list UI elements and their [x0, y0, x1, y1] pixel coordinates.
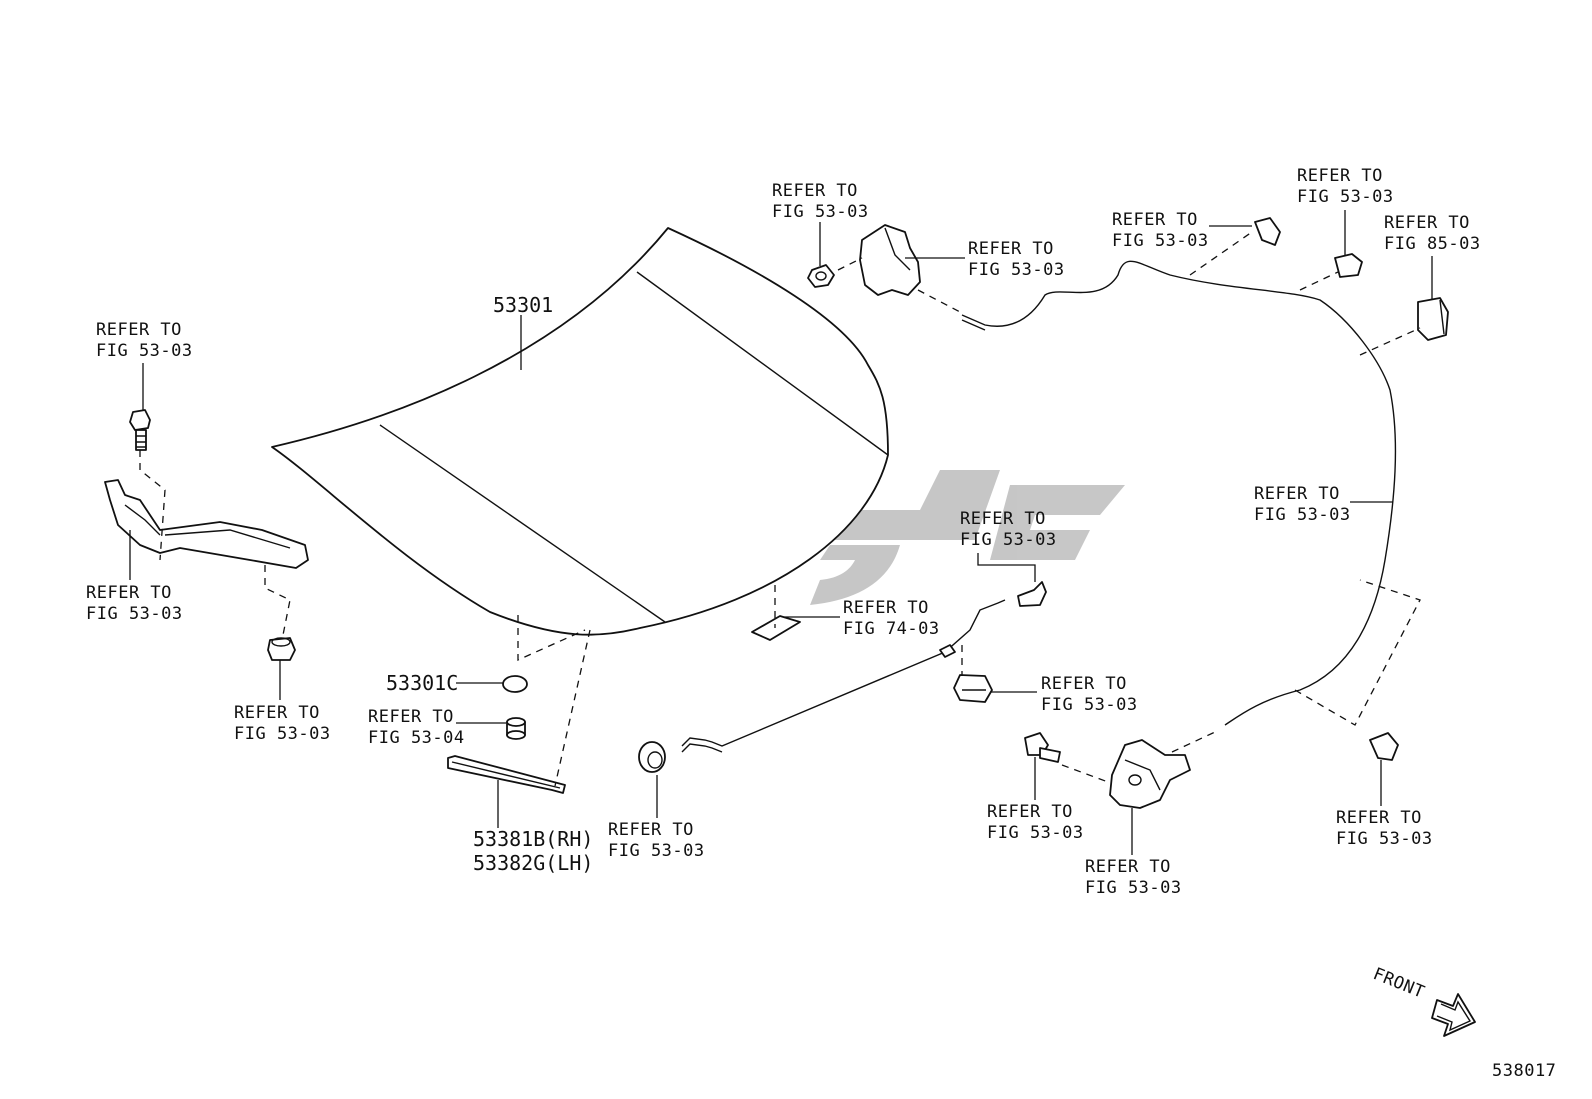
cable-clip-top-icon: [1254, 217, 1281, 246]
lock-bolt-lower-icon: [1024, 732, 1061, 763]
svg-text:REFER TO: REFER TO: [987, 802, 1073, 822]
front-label: FRONT: [1370, 964, 1427, 1003]
hood-release-grommet-icon: [638, 741, 666, 773]
hood-label-plate: [751, 615, 801, 641]
hood-lock-bracket: [859, 224, 921, 296]
svg-text:FIG 53-04: FIG 53-04: [368, 728, 465, 748]
svg-text:REFER TO: REFER TO: [1297, 166, 1383, 186]
svg-text:FIG 53-03: FIG 53-03: [1041, 695, 1138, 715]
svg-text:FIG 53-03: FIG 53-03: [234, 724, 331, 744]
cable-clip-lower-icon: [1369, 732, 1399, 761]
svg-text:REFER TO: REFER TO: [960, 509, 1046, 529]
svg-text:REFER TO: REFER TO: [234, 703, 320, 723]
ref-label-cable-clip-lower: REFER TO FIG 53-03: [1336, 808, 1433, 849]
svg-text:FIG 53-03: FIG 53-03: [1336, 829, 1433, 849]
hinge-nut-icon: [267, 637, 296, 661]
svg-text:FIG 53-03: FIG 53-03: [1297, 187, 1394, 207]
svg-text:FIG 53-03: FIG 53-03: [1112, 231, 1209, 251]
ref-label-release-lever: REFER TO FIG 53-03: [1041, 674, 1138, 715]
ref-label-hinge-nut: REFER TO FIG 53-03: [234, 703, 331, 744]
dashed-reference-lines: [139, 231, 1421, 787]
ref-label-hinge: REFER TO FIG 53-03: [86, 583, 183, 624]
lock-bolt-icon: [807, 264, 835, 288]
svg-text:FIG 53-03: FIG 53-03: [772, 202, 869, 222]
part-number-seal-lh: 53382G(LH): [473, 851, 593, 875]
ref-label-relay-block: REFER TO FIG 85-03: [1384, 213, 1481, 254]
hood-seal-icon: [447, 755, 566, 794]
hinge-bolt-icon: [129, 409, 151, 451]
svg-text:FIG 53-03: FIG 53-03: [608, 841, 705, 861]
svg-text:REFER TO: REFER TO: [772, 181, 858, 201]
ref-label-cable-clamp: REFER TO FIG 53-03: [1297, 166, 1394, 207]
svg-text:FIG 53-03: FIG 53-03: [96, 341, 193, 361]
svg-text:FIG 85-03: FIG 85-03: [1384, 234, 1481, 254]
svg-text:REFER TO: REFER TO: [1041, 674, 1127, 694]
svg-text:REFER TO: REFER TO: [968, 239, 1054, 259]
cable-fitting-icon: [939, 644, 956, 658]
relay-block-icon: [1417, 297, 1449, 341]
front-arrow-icon: [1431, 993, 1476, 1037]
svg-text:REFER TO: REFER TO: [1384, 213, 1470, 233]
part-number-seal-rh: 53381B(RH): [473, 827, 593, 851]
part-number-insulator-clip: 53301C: [386, 671, 458, 695]
cable-clamp-icon: [1334, 253, 1363, 278]
ref-label-cable-clip-top: REFER TO FIG 53-03: [1112, 210, 1209, 251]
figure-id: 538017: [1492, 1061, 1556, 1081]
hood-panel: [271, 227, 889, 636]
leader-lines: [129, 210, 1433, 855]
ref-label-hinge-bolt: REFER TO FIG 53-03: [96, 320, 193, 361]
svg-text:FIG 53-03: FIG 53-03: [960, 530, 1057, 550]
release-clip-icon: [1017, 581, 1047, 607]
svg-text:REFER TO: REFER TO: [843, 598, 929, 618]
ref-label-label-plate: REFER TO FIG 74-03: [843, 598, 940, 639]
hood-hinge-left: [104, 479, 309, 569]
hood-cushion-icon: [506, 717, 526, 740]
hood-release-cable-main: [961, 260, 1397, 726]
svg-text:FIG 74-03: FIG 74-03: [843, 619, 940, 639]
ref-label-lock-bolt: REFER TO FIG 53-03: [772, 181, 869, 222]
part-number-hood: 53301: [493, 293, 553, 317]
svg-text:REFER TO: REFER TO: [1336, 808, 1422, 828]
ref-label-grommet: REFER TO FIG 53-03: [608, 820, 705, 861]
svg-text:REFER TO: REFER TO: [1112, 210, 1198, 230]
front-direction-indicator: FRONT: [1370, 964, 1476, 1037]
svg-text:FIG 53-03: FIG 53-03: [1085, 878, 1182, 898]
insulator-clip-icon: [502, 675, 528, 693]
svg-text:FIG 53-03: FIG 53-03: [86, 604, 183, 624]
svg-text:REFER TO: REFER TO: [608, 820, 694, 840]
svg-text:REFER TO: REFER TO: [86, 583, 172, 603]
ref-label-cushion: REFER TO FIG 53-04: [368, 707, 465, 748]
ref-label-main-cable: REFER TO FIG 53-03: [1254, 484, 1351, 525]
release-lever-icon: [953, 674, 993, 703]
svg-text:FIG 53-03: FIG 53-03: [987, 823, 1084, 843]
svg-text:REFER TO: REFER TO: [368, 707, 454, 727]
ref-label-lock-bolt-lower: REFER TO FIG 53-03: [987, 802, 1084, 843]
svg-text:REFER TO: REFER TO: [1085, 857, 1171, 877]
svg-text:REFER TO: REFER TO: [1254, 484, 1340, 504]
ref-label-lock-bracket: REFER TO FIG 53-03: [968, 239, 1065, 280]
ref-label-release-clip: REFER TO FIG 53-03: [960, 509, 1057, 550]
hood-lock-assembly: [1109, 739, 1191, 809]
svg-text:FIG 53-03: FIG 53-03: [1254, 505, 1351, 525]
svg-text:REFER TO: REFER TO: [96, 320, 182, 340]
hood-release-cable-front: [681, 599, 1006, 747]
ref-label-hood-lock: REFER TO FIG 53-03: [1085, 857, 1182, 898]
svg-text:FIG 53-03: FIG 53-03: [968, 260, 1065, 280]
